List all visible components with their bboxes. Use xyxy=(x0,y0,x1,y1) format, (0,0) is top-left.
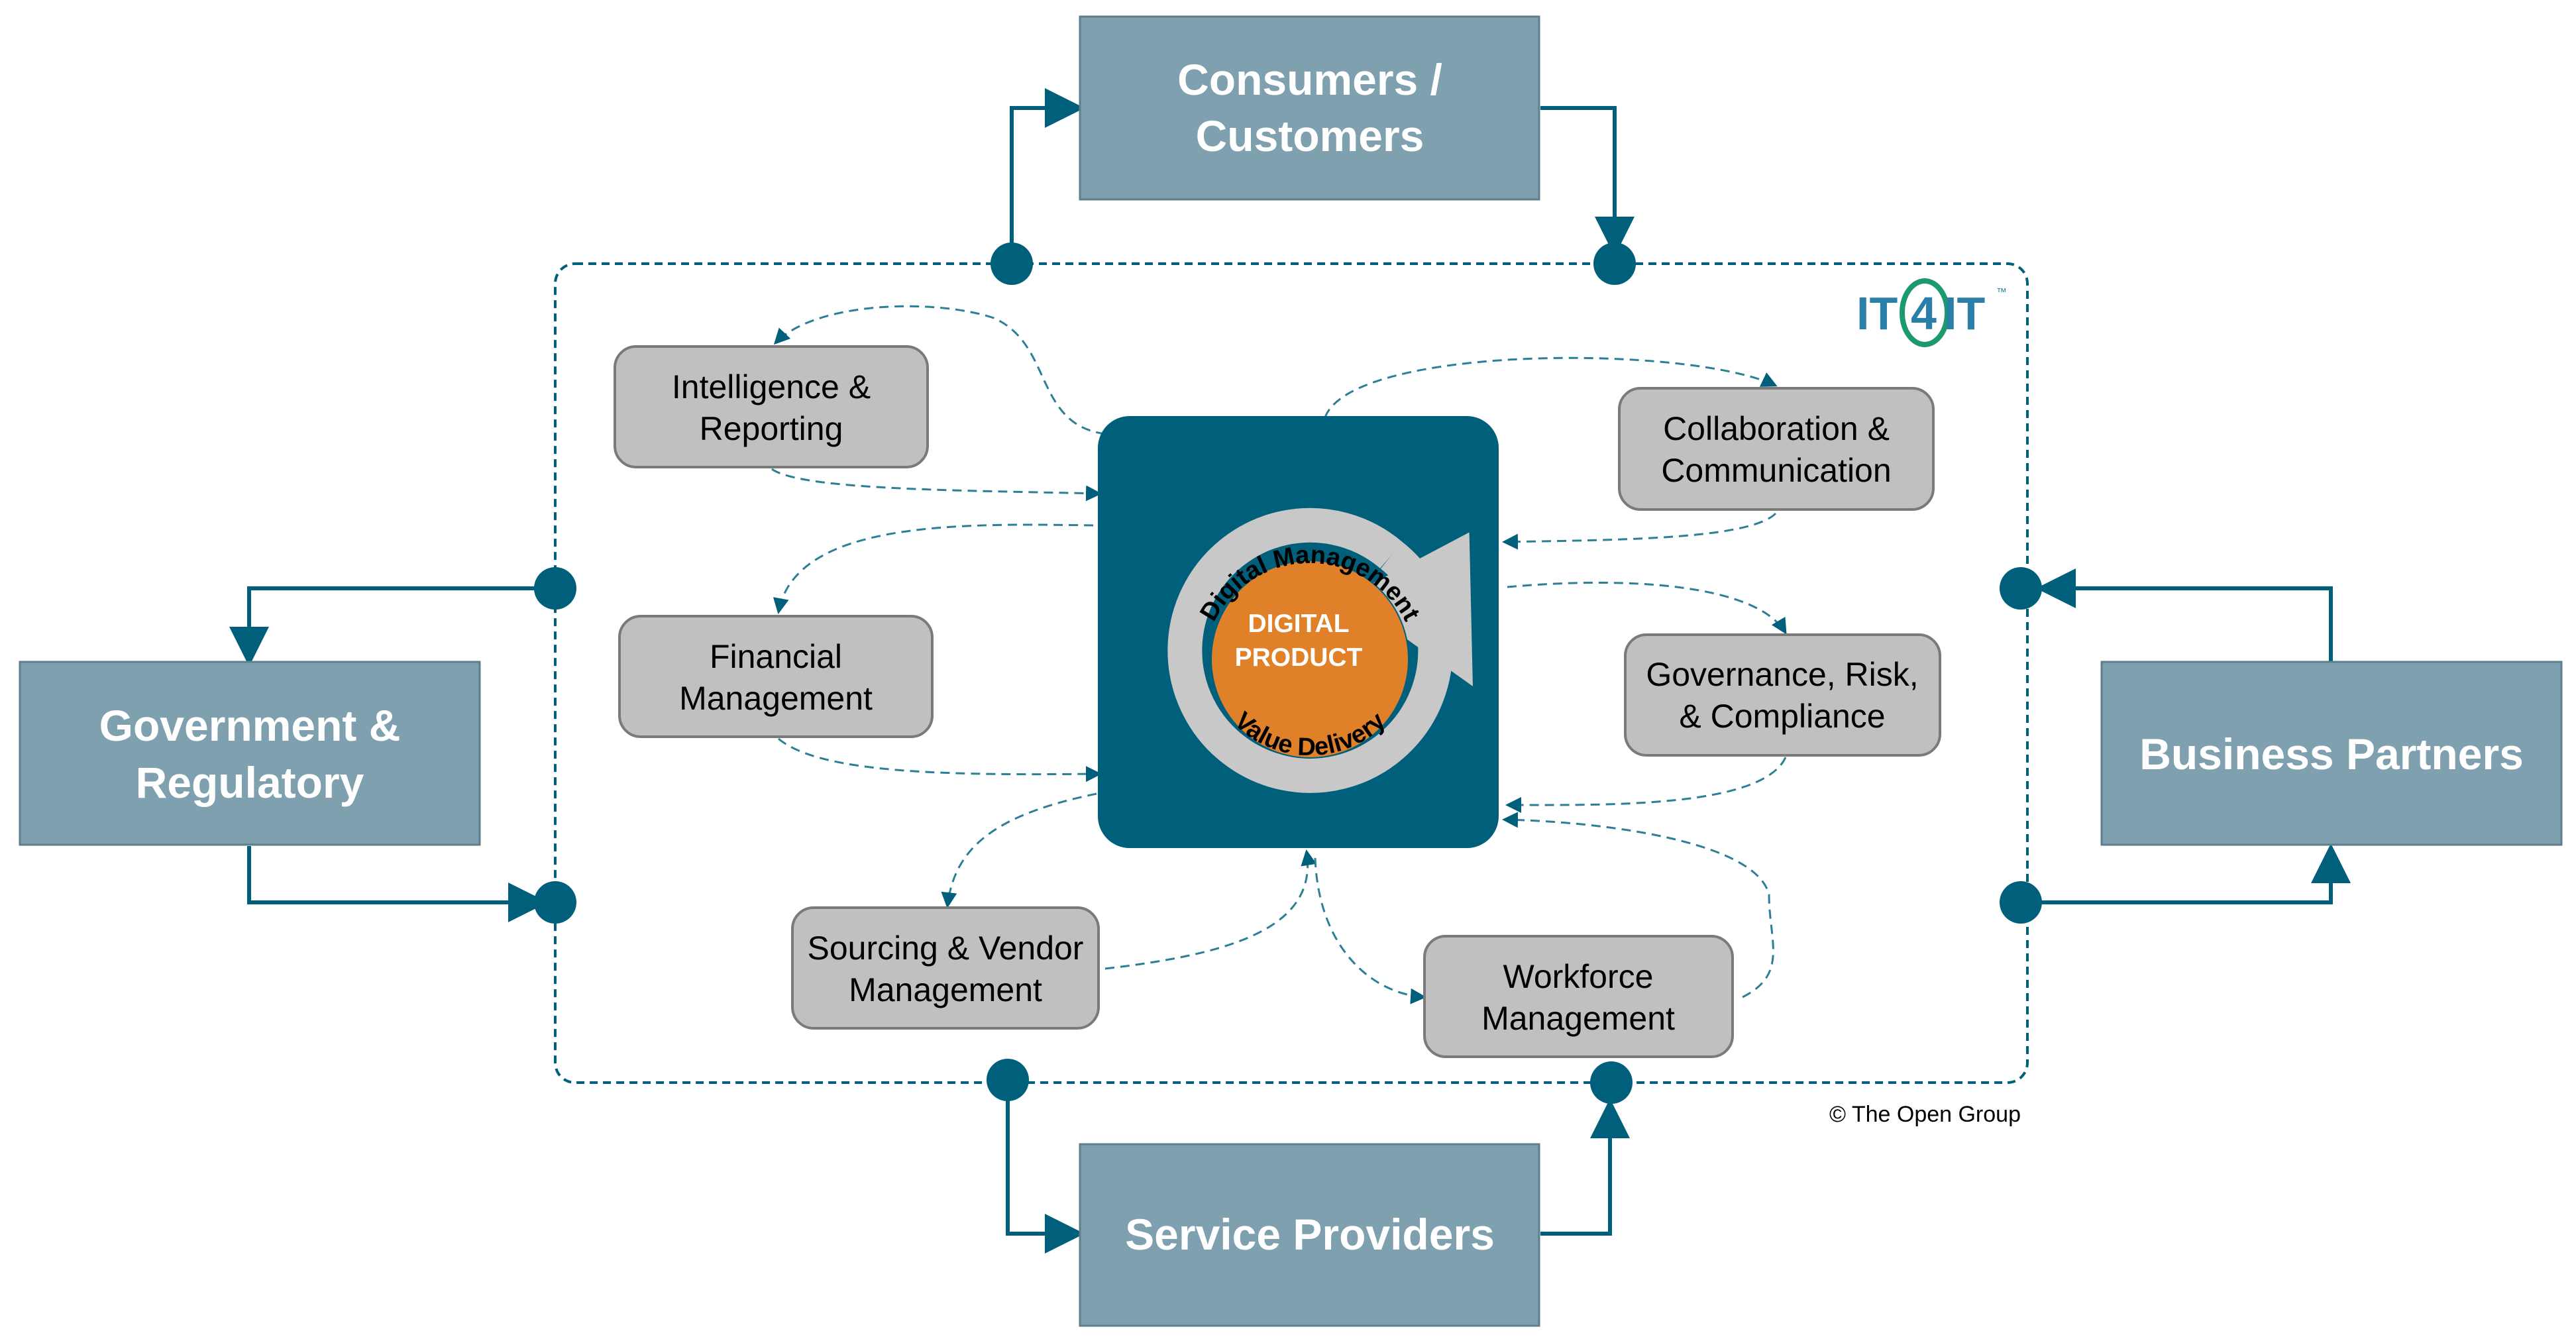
flow-from-financial xyxy=(778,737,1102,782)
capability-governance-risk-compliance: Governance, Risk, & Compliance xyxy=(1624,633,1941,757)
boundary-dot xyxy=(987,1059,1029,1101)
copyright-notice: © The Open Group xyxy=(1829,1102,2021,1127)
capability-collaboration-communication: Collaboration & Communication xyxy=(1618,387,1935,511)
ecosystem-boundary xyxy=(554,262,2029,1084)
boundary-dot xyxy=(2000,881,2042,924)
connector-from-government xyxy=(247,846,548,922)
financial-label-line2: Management xyxy=(679,680,873,717)
flow-from-collaboration xyxy=(1502,512,1777,550)
workforce-label-line1: Workforce xyxy=(1503,958,1654,995)
capability-flows xyxy=(771,305,1787,1004)
service-providers-label: Service Providers xyxy=(1125,1210,1495,1259)
connector-to-consumers xyxy=(1010,88,1085,265)
financial-label-line1: Financial xyxy=(710,638,842,675)
boundary-dot xyxy=(2000,567,2042,610)
connector-from-business-partners xyxy=(2036,568,2333,661)
government-box: Government & Regulatory xyxy=(19,661,481,846)
connector-to-service-providers xyxy=(1006,1080,1085,1254)
boundary-dot xyxy=(1593,242,1636,285)
flow-to-workforce xyxy=(1314,857,1426,1004)
sourcing-label-line1: Sourcing & Vendor xyxy=(808,930,1084,967)
flow-from-intelligence xyxy=(771,468,1102,502)
governance-label-line2: & Compliance xyxy=(1679,698,1885,735)
government-label-line2: Regulatory xyxy=(136,758,364,807)
collaboration-label-line1: Collaboration & xyxy=(1663,410,1890,447)
flow-to-governance xyxy=(1507,582,1787,635)
flow-to-sourcing xyxy=(941,792,1097,908)
logo-ring-icon xyxy=(1900,278,1950,347)
capability-workforce-management: Workforce Management xyxy=(1423,935,1734,1058)
it4it-logo: IT 4 IT ™ xyxy=(1856,278,2007,347)
flow-from-governance xyxy=(1505,757,1787,814)
governance-label-line1: Governance, Risk, xyxy=(1646,656,1918,693)
digital-product-core xyxy=(1212,561,1408,757)
value-ring-outer xyxy=(1167,508,1453,793)
consumers-box: Consumers / Customers xyxy=(1079,15,1540,201)
government-label-line1: Government & xyxy=(99,701,401,750)
logo-it-right: IT xyxy=(1944,288,1985,339)
flow-to-financial xyxy=(773,523,1094,614)
boundary-dots xyxy=(534,242,2042,1104)
connector-from-service-providers xyxy=(1540,1098,1630,1236)
consumers-label-line2: Customers xyxy=(1196,111,1424,160)
service-providers-box: Service Providers xyxy=(1079,1143,1540,1327)
business-partners-label: Business Partners xyxy=(2139,729,2524,778)
flow-to-intelligence xyxy=(773,305,1106,435)
boundary-dot xyxy=(1590,1061,1633,1104)
value-ring-arrow xyxy=(1347,532,1473,686)
business-partners-box: Business Partners xyxy=(2100,661,2563,846)
boundary-dot xyxy=(534,567,576,610)
intelligence-label-line1: Intelligence & xyxy=(672,368,871,405)
digital-product-hub: Digital Management Value Delivery DIGITA… xyxy=(1098,416,1499,848)
consumers-label-line1: Consumers / xyxy=(1177,55,1442,104)
core-label-line1: DIGITAL xyxy=(1248,610,1349,638)
capability-sourcing-vendor-management: Sourcing & Vendor Management xyxy=(791,906,1100,1030)
capability-financial-management: Financial Management xyxy=(618,615,934,738)
boundary-dot xyxy=(534,881,576,924)
capability-intelligence-reporting: Intelligence & Reporting xyxy=(614,345,929,468)
external-connectors xyxy=(229,88,2351,1254)
connector-from-consumers xyxy=(1540,106,1635,256)
boundary-dot xyxy=(991,242,1033,285)
flow-to-collaboration xyxy=(1324,356,1778,418)
connector-to-government xyxy=(229,586,553,667)
connector-to-business-partners xyxy=(2023,843,2351,904)
collaboration-label-line2: Communication xyxy=(1661,452,1891,489)
workforce-label-line2: Management xyxy=(1481,1000,1675,1037)
logo-trademark: ™ xyxy=(1996,287,2007,298)
logo-digit: 4 xyxy=(1911,288,1937,339)
logo-it-left: IT xyxy=(1856,288,1898,339)
core-label-line2: PRODUCT xyxy=(1235,643,1363,672)
flow-from-sourcing xyxy=(1104,849,1317,970)
sourcing-label-line2: Management xyxy=(849,971,1042,1008)
intelligence-label-line2: Reporting xyxy=(700,410,843,447)
